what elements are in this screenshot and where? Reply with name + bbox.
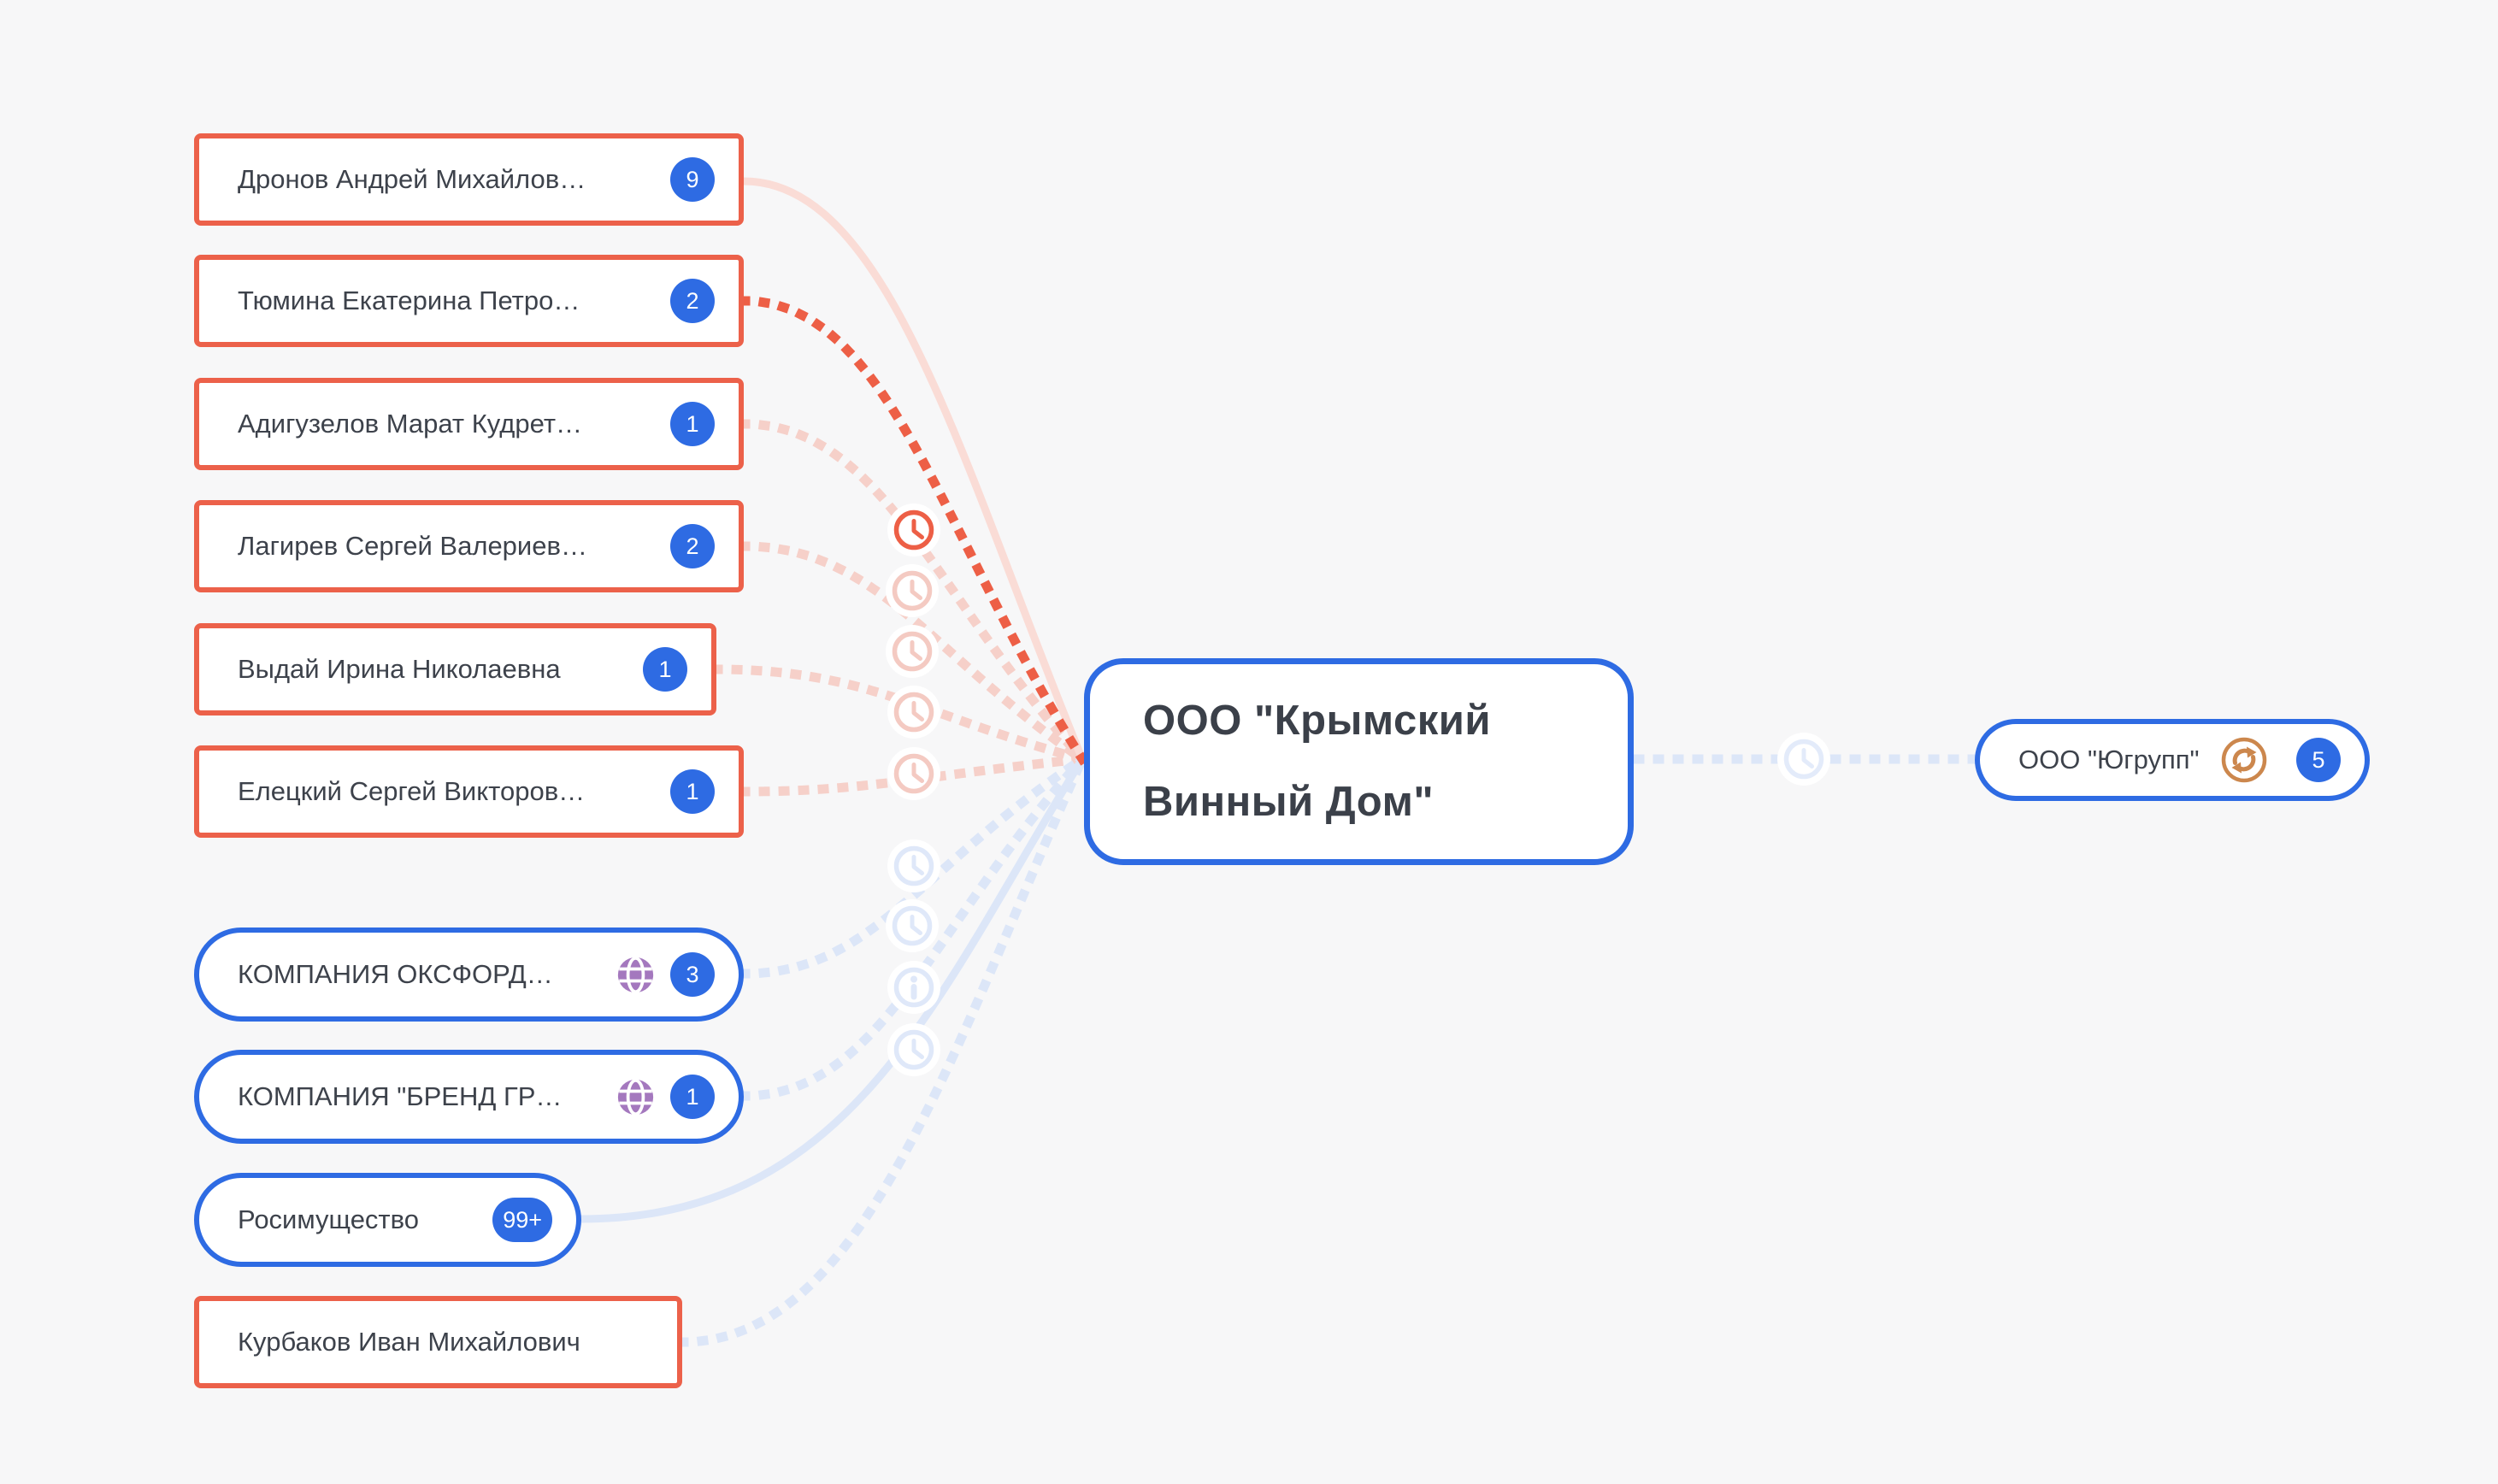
node-label: Адигузелов Марат Кудрет… xyxy=(238,409,583,439)
connection-count-badge: 3 xyxy=(670,952,715,997)
edge-tyumina xyxy=(739,296,1089,766)
edge-adiguzelov xyxy=(739,419,1089,766)
node-vyday[interactable]: Выдай Ирина Николаевна 1 xyxy=(194,623,716,716)
globe-icon xyxy=(617,956,654,993)
clock-icon[interactable] xyxy=(1777,733,1830,786)
connection-count-badge: 99+ xyxy=(492,1198,552,1242)
node-rosimushchestvo[interactable]: Росимущество 99+ xyxy=(194,1173,581,1267)
connection-count-badge: 1 xyxy=(643,647,687,692)
clock-icon[interactable] xyxy=(887,839,940,892)
edge-dronov xyxy=(743,177,1087,761)
connection-count-badge: 1 xyxy=(670,769,715,814)
globe-icon xyxy=(617,1078,654,1116)
node-label: КОМПАНИЯ ОКСФОРД… xyxy=(238,959,553,989)
node-krymsky-vinny-dom[interactable]: ООО "Крымский Винный Дом" xyxy=(1084,658,1634,865)
node-kurbakov[interactable]: Курбаков Иван Михайлович xyxy=(194,1296,682,1388)
node-adiguzelov[interactable]: Адигузелов Марат Кудрет… 1 xyxy=(194,378,744,470)
clock-icon[interactable] xyxy=(887,504,940,556)
node-label: Росимущество xyxy=(238,1204,419,1234)
connection-count-badge: 2 xyxy=(670,524,715,568)
node-lagirev[interactable]: Лагирев Сергей Валериев… 2 xyxy=(194,500,744,592)
clock-icon[interactable] xyxy=(886,899,939,952)
clock-icon[interactable] xyxy=(886,625,939,678)
node-oxford-company[interactable]: КОМПАНИЯ ОКСФОРД… 3 xyxy=(194,928,744,1022)
connection-count-badge: 2 xyxy=(670,279,715,323)
clock-icon[interactable] xyxy=(887,686,940,739)
connection-count-badge: 9 xyxy=(670,157,715,202)
node-brand-company[interactable]: КОМПАНИЯ "БРЕНД ГР… 1 xyxy=(194,1050,744,1144)
clock-icon[interactable] xyxy=(887,1023,940,1076)
info-icon[interactable] xyxy=(887,961,940,1014)
node-label: ООО "Югрупп" xyxy=(2018,745,2200,774)
node-label: Выдай Ирина Николаевна xyxy=(238,654,561,684)
node-yeletsky[interactable]: Елецкий Сергей Викторов… 1 xyxy=(194,745,744,838)
connection-count-badge: 5 xyxy=(2296,738,2341,782)
node-tyumina[interactable]: Тюмина Екатерина Петро… 2 xyxy=(194,255,744,347)
node-label: Курбаков Иван Михайлович xyxy=(238,1327,580,1357)
node-label: Елецкий Сергей Викторов… xyxy=(238,776,586,806)
node-label: Лагирев Сергей Валериев… xyxy=(238,531,587,561)
connection-count-badge: 1 xyxy=(670,1075,715,1119)
edge-kurbakov xyxy=(677,752,1089,1347)
clock-icon[interactable] xyxy=(887,747,940,800)
center-node-title: ООО "Крымский Винный Дом" xyxy=(1143,698,1491,825)
node-yugrupp[interactable]: ООО "Югрупп" 5 xyxy=(1975,719,2370,801)
clock-icon[interactable] xyxy=(886,564,939,617)
node-label: Дронов Андрей Михайлов… xyxy=(238,164,586,194)
node-label: Тюмина Екатерина Петро… xyxy=(238,286,580,315)
sync-icon xyxy=(2221,737,2267,783)
node-dronov[interactable]: Дронов Андрей Михайлов… 9 xyxy=(194,133,744,226)
node-label: КОМПАНИЯ "БРЕНД ГР… xyxy=(238,1081,563,1111)
connection-count-badge: 1 xyxy=(670,402,715,446)
edge-rosimushchestvo xyxy=(580,757,1086,1223)
